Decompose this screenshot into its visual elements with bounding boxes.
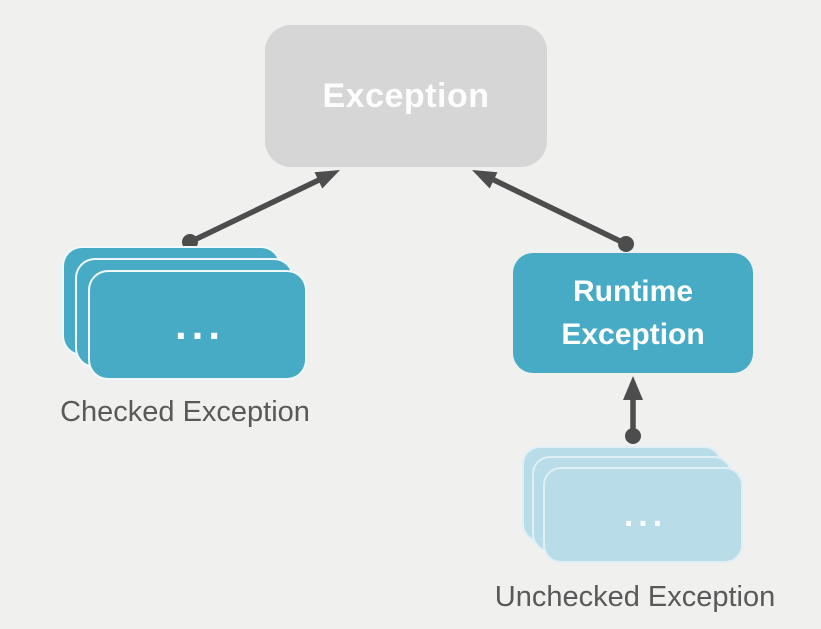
- caption-unchecked-exception: Unchecked Exception: [494, 581, 776, 613]
- arrowhead-icon: [314, 170, 340, 189]
- arrow-runtime-to-exception: [491, 177, 629, 247]
- arrowhead-icon: [472, 170, 498, 189]
- node-exception-label: Exception: [322, 76, 490, 115]
- stack-card-front: ...: [88, 270, 307, 380]
- arrow-tail-dot: [618, 236, 634, 252]
- node-checked-exception-stack: ...: [62, 246, 308, 381]
- arrow-checked-to-exception: [187, 176, 324, 245]
- node-exception: Exception: [265, 25, 547, 167]
- node-unchecked-exception-stack: ...: [522, 446, 744, 564]
- arrowhead-icon: [623, 376, 643, 400]
- ellipsis-label: ...: [623, 495, 668, 534]
- arrow-tail-dot: [625, 428, 641, 444]
- caption-checked-exception: Checked Exception: [60, 396, 310, 428]
- node-runtime-exception: Runtime Exception: [513, 253, 753, 373]
- stack-card-front: ...: [543, 467, 743, 563]
- node-runtime-label-line1: Runtime: [573, 275, 693, 308]
- ellipsis-label: ...: [174, 301, 225, 348]
- node-runtime-label-line2: Exception: [561, 318, 705, 351]
